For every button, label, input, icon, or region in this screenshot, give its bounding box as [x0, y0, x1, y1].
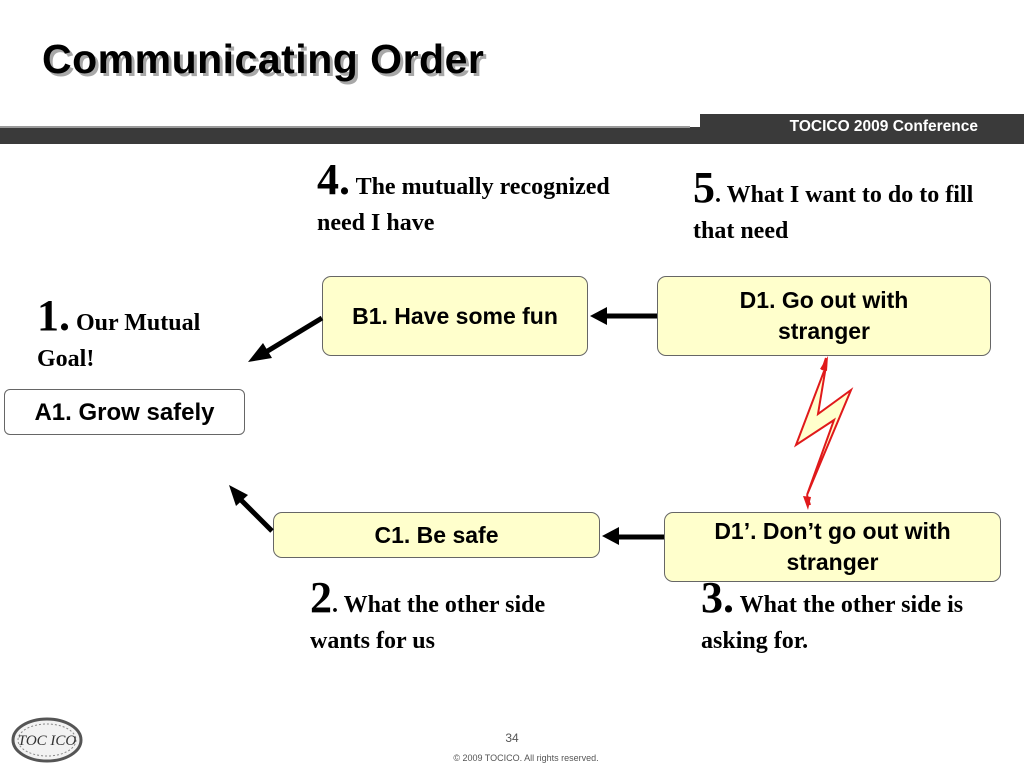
- slide-title: Communicating Order: [42, 36, 485, 82]
- box-c1-need: C1. Be safe: [273, 512, 600, 558]
- box-a1-goal: A1. Grow safely: [4, 389, 245, 435]
- arrow-c1-to-a1: [229, 485, 274, 533]
- page-number: 34: [505, 731, 519, 745]
- note-4-number: 4.: [317, 155, 350, 204]
- note-1: 1. Our Mutual Goal!: [37, 294, 257, 377]
- note-3-number: 3.: [701, 573, 734, 622]
- arrow-b1-to-a1: [248, 315, 324, 362]
- note-1-number: 1.: [37, 291, 70, 340]
- box-d1-prime-want: D1’. Don’t go out with stranger: [664, 512, 1001, 582]
- note-2-text: . What the other side wants for us: [310, 592, 546, 654]
- conflict-lightning-icon: [793, 356, 854, 510]
- note-4: 4. The mutually recognized need I have: [317, 158, 617, 241]
- conference-label: TOCICO 2009 Conference: [789, 118, 978, 135]
- note-2: 2. What the other side wants for us: [310, 576, 610, 659]
- arrow-d1-to-b1: [590, 307, 657, 325]
- tocico-logo: TOC ICO: [11, 717, 83, 763]
- note-5-text: . What I want to do to fill that need: [693, 182, 974, 244]
- copyright-text: © 2009 TOCICO. All rights reserved.: [453, 753, 599, 763]
- note-5: 5. What I want to do to fill that need: [693, 166, 1003, 249]
- box-d1-want: D1. Go out with stranger: [657, 276, 991, 356]
- note-1-text: Our Mutual Goal!: [37, 310, 201, 372]
- box-b1-need: B1. Have some fun: [322, 276, 588, 356]
- note-4-text: The mutually recognized need I have: [317, 174, 610, 236]
- note-5-number: 5: [693, 163, 715, 212]
- header-banner: [0, 114, 1024, 144]
- note-3: 3. What the other side is asking for.: [701, 576, 1001, 659]
- arrow-d1-prime-to-c1: [602, 527, 664, 545]
- note-3-text: What the other side is asking for.: [701, 592, 964, 654]
- note-2-number: 2: [310, 573, 332, 622]
- svg-text:TOC ICO: TOC ICO: [18, 733, 77, 749]
